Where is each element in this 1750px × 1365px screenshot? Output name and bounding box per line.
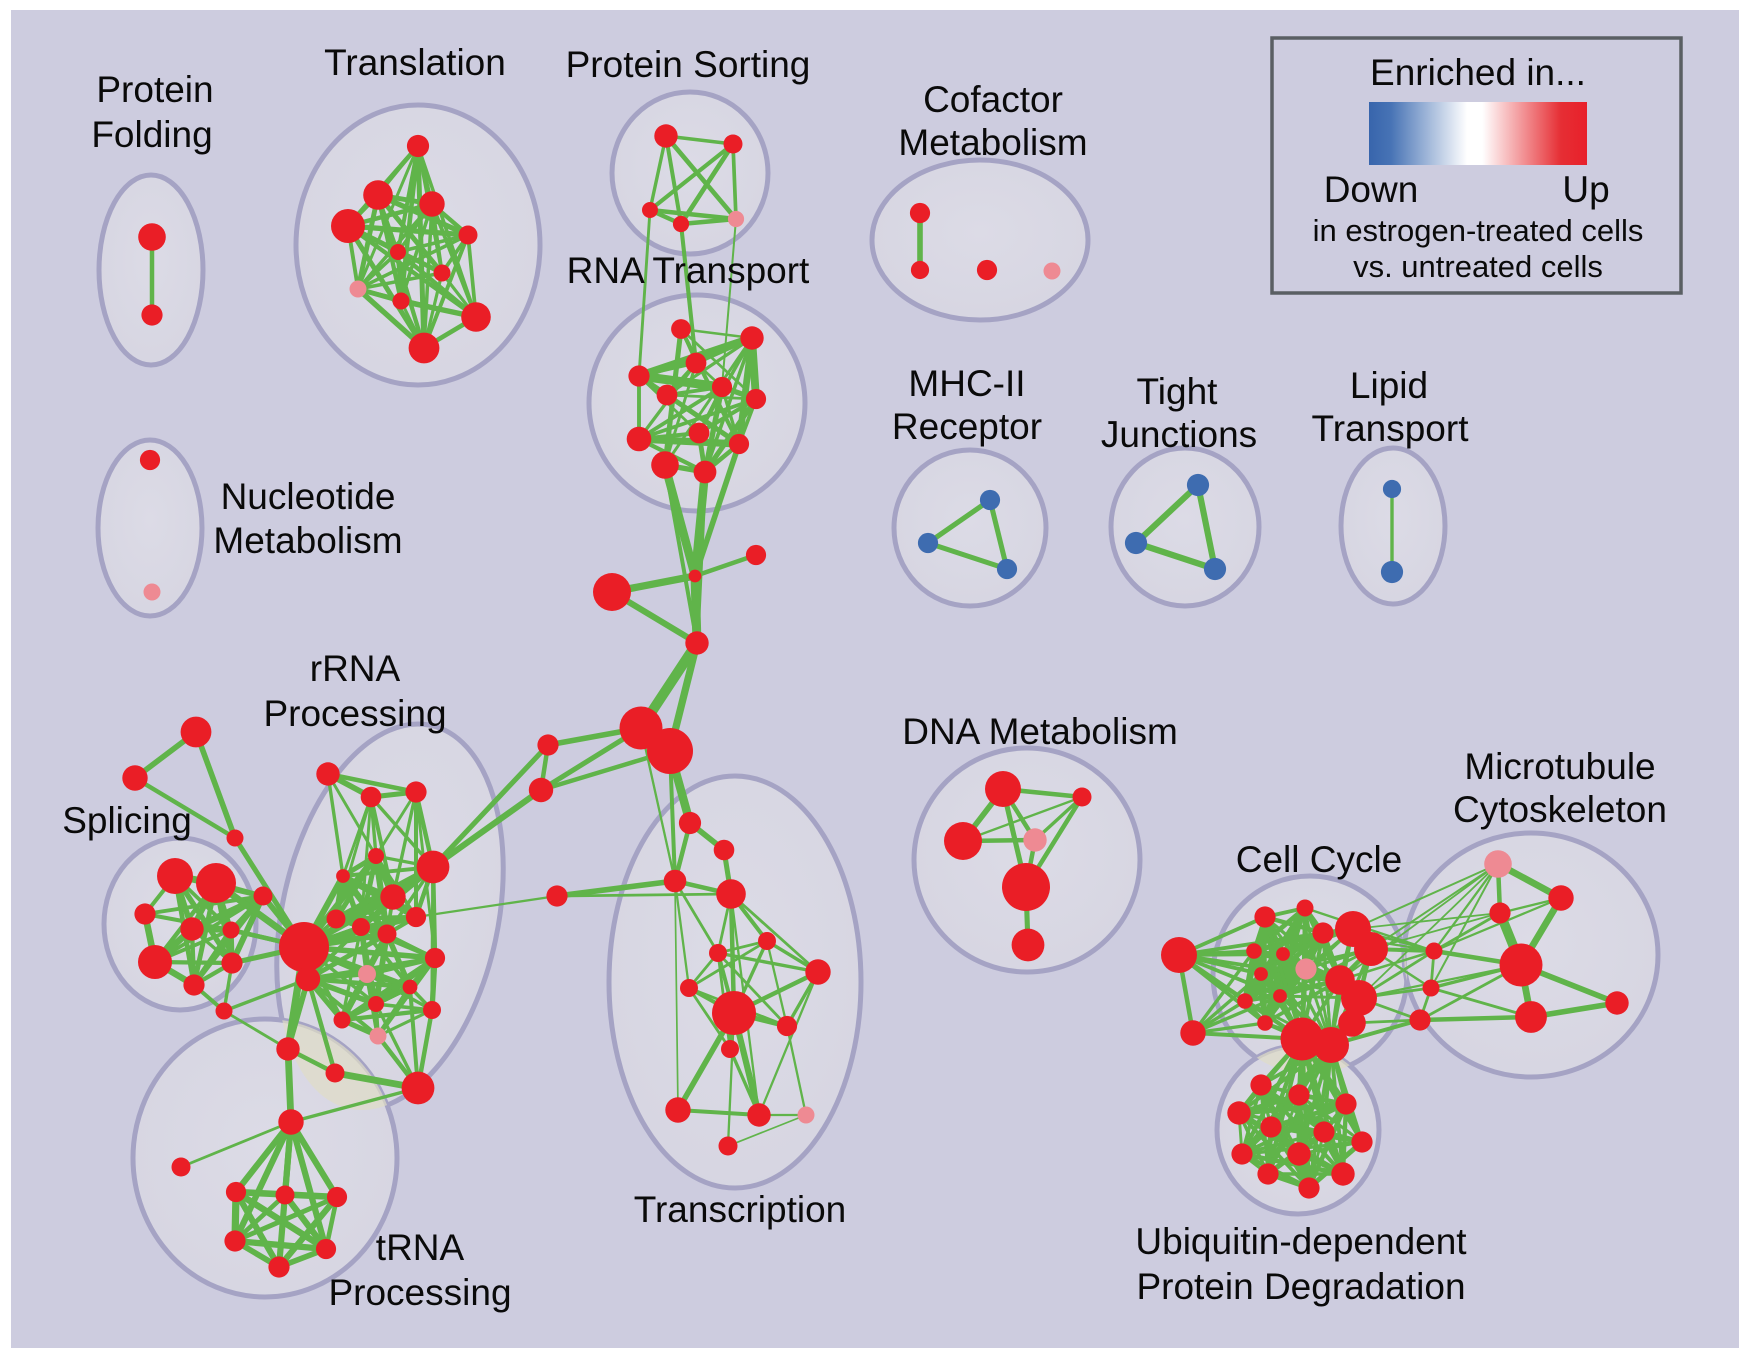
svg-text:vs. untreated cells: vs. untreated cells [1353, 249, 1603, 284]
svg-text:Microtubule: Microtubule [1464, 746, 1655, 787]
svg-text:Lipid: Lipid [1350, 365, 1428, 406]
svg-text:Cytoskeleton: Cytoskeleton [1453, 789, 1667, 830]
svg-text:rRNA: rRNA [310, 648, 401, 689]
svg-text:Metabolism: Metabolism [213, 520, 402, 561]
svg-text:in estrogen-treated cells: in estrogen-treated cells [1313, 213, 1644, 248]
svg-text:Cell Cycle: Cell Cycle [1236, 839, 1403, 880]
svg-text:Receptor: Receptor [892, 406, 1042, 447]
svg-text:Tight: Tight [1137, 371, 1219, 412]
svg-text:Metabolism: Metabolism [898, 122, 1087, 163]
svg-text:Junctions: Junctions [1101, 414, 1257, 455]
svg-text:Up: Up [1562, 169, 1609, 210]
svg-text:MHC-II: MHC-II [908, 363, 1025, 404]
svg-text:Processing: Processing [328, 1272, 511, 1313]
svg-text:Cofactor: Cofactor [923, 79, 1063, 120]
svg-text:Processing: Processing [263, 693, 446, 734]
svg-text:Protein Degradation: Protein Degradation [1136, 1266, 1465, 1307]
svg-text:Down: Down [1324, 169, 1419, 210]
svg-text:Nucleotide: Nucleotide [221, 476, 396, 517]
svg-text:Protein: Protein [96, 69, 213, 110]
svg-text:Splicing: Splicing [62, 800, 192, 841]
svg-text:Ubiquitin-dependent: Ubiquitin-dependent [1135, 1221, 1467, 1262]
svg-text:DNA Metabolism: DNA Metabolism [902, 711, 1178, 752]
svg-text:Transport: Transport [1312, 408, 1470, 449]
svg-text:Protein Sorting: Protein Sorting [566, 44, 811, 85]
svg-text:Folding: Folding [91, 114, 212, 155]
svg-text:Enriched in...: Enriched in... [1370, 52, 1586, 93]
svg-text:tRNA: tRNA [376, 1227, 465, 1268]
svg-text:Translation: Translation [324, 42, 506, 83]
svg-text:RNA Transport: RNA Transport [567, 250, 810, 291]
svg-text:Transcription: Transcription [634, 1189, 846, 1230]
